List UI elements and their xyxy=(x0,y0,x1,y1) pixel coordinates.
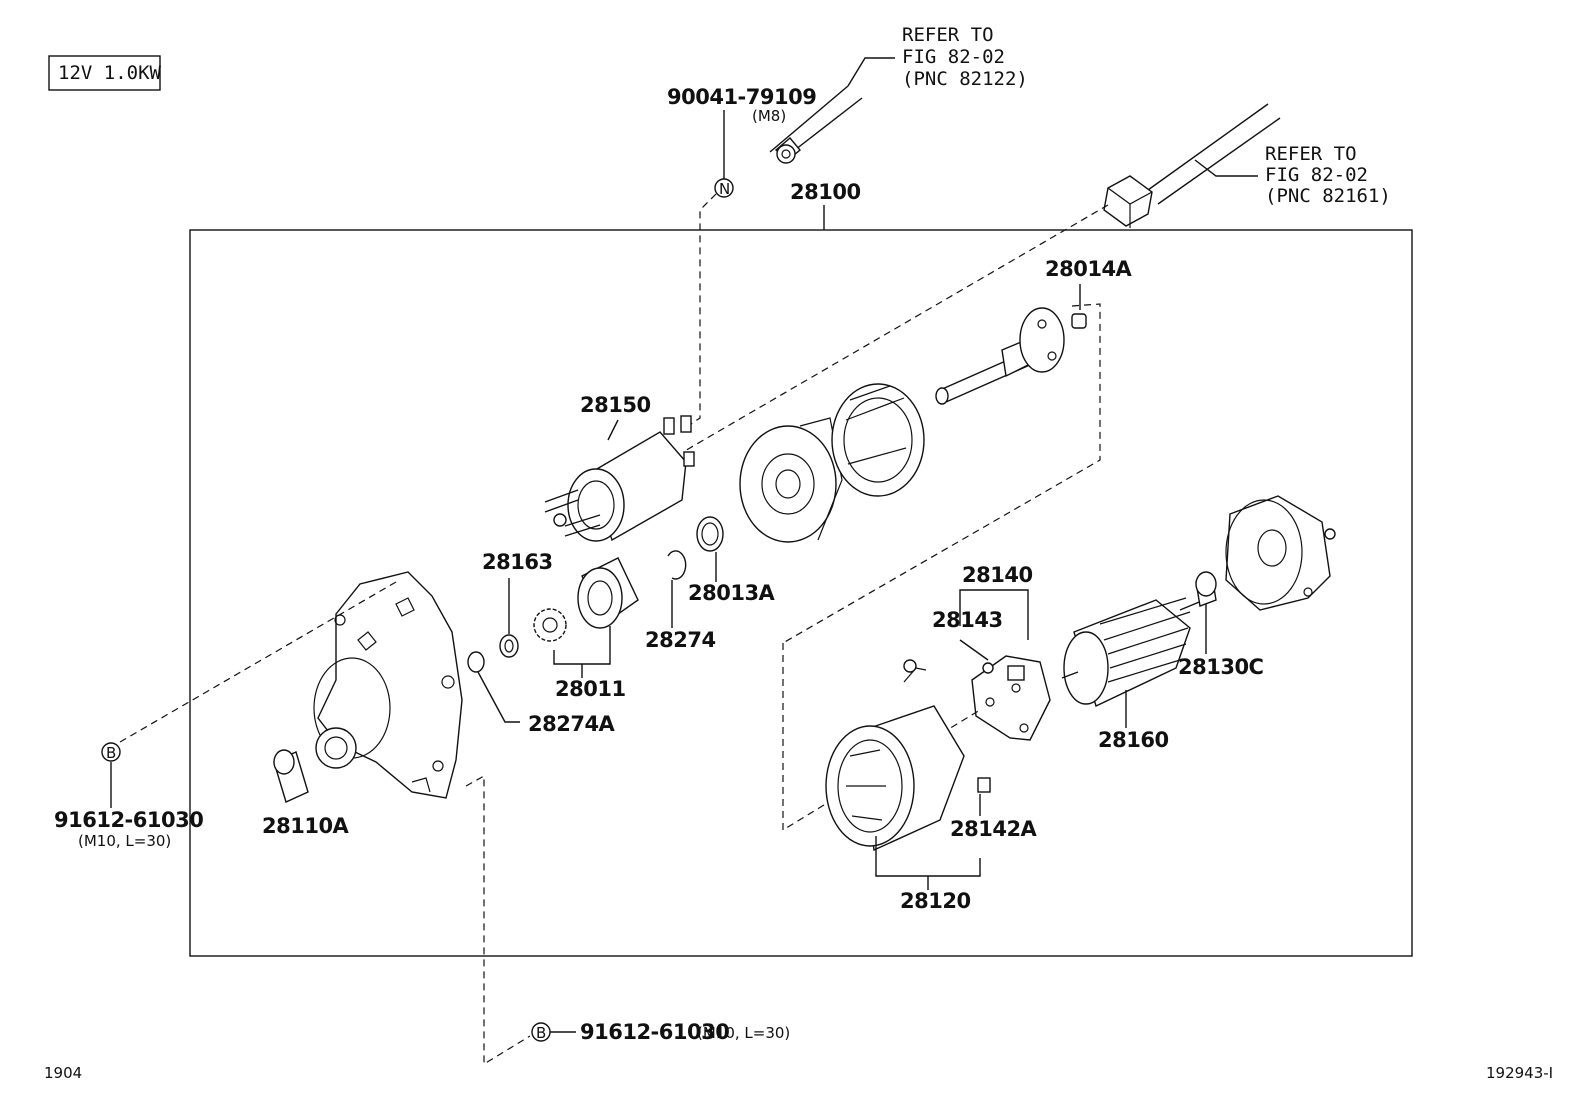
callout-28110A: 28110A xyxy=(262,814,350,838)
ring-gear xyxy=(831,383,925,497)
wire-82161 xyxy=(1103,103,1281,228)
ref1-line3: (PNC 82122) xyxy=(902,68,1028,90)
callout-28120: 28120 xyxy=(900,889,971,913)
b-symbol-left: B xyxy=(106,744,116,762)
ref2-line3: (PNC 82161) xyxy=(1265,185,1391,207)
callout-28140: 28140 xyxy=(962,563,1033,587)
leader-28274A xyxy=(477,671,520,723)
ref1-leader xyxy=(847,57,895,87)
b-symbol-bottom: B xyxy=(536,1024,546,1042)
n-symbol-circle xyxy=(714,178,734,198)
callout-28014A: 28014A xyxy=(1045,257,1133,281)
clutch-28011 xyxy=(577,557,639,629)
callout-28274A: 28274A xyxy=(528,712,616,736)
bearing-28130C xyxy=(1195,571,1217,607)
callout-28130C: 28130C xyxy=(1178,655,1264,679)
b-symbol-left-circle xyxy=(101,742,121,762)
callout-28100: 28100 xyxy=(790,180,861,204)
armature-28160 xyxy=(1061,597,1205,707)
callout-28143: 28143 xyxy=(932,608,1003,632)
ref2-line1: REFER TO xyxy=(1265,143,1357,165)
planetary-housing xyxy=(739,417,843,543)
pinion-gear xyxy=(533,608,567,642)
connector-dashed xyxy=(682,204,1109,453)
callout-28142A: 28142A xyxy=(950,817,1038,841)
ref2-leader xyxy=(1194,159,1258,177)
callout-28274: 28274 xyxy=(645,628,716,652)
solenoid-28150 xyxy=(544,415,695,542)
callout-91612-61030-bottom-spec: (M10, L=30) xyxy=(697,1024,790,1042)
bearing-28013A xyxy=(696,516,724,552)
callout-28150: 28150 xyxy=(580,393,651,417)
footer-right: 192943-I xyxy=(1486,1064,1553,1082)
bolt-top-dashed xyxy=(687,193,717,427)
callout-90041-79109: 90041-79109 xyxy=(667,85,816,109)
bush-28110A xyxy=(273,749,309,803)
callout-28011: 28011 xyxy=(555,677,626,701)
brush-holder-28140 xyxy=(971,655,1051,741)
n-symbol: N xyxy=(719,180,730,198)
callout-90041-79109-spec: (M8) xyxy=(752,107,786,125)
shaft-group-dashed xyxy=(782,303,1101,644)
drive-housing xyxy=(313,571,463,799)
washer-28163 xyxy=(499,634,519,658)
leader-28143 xyxy=(959,639,989,661)
connector-plug xyxy=(1103,175,1153,227)
cap-28014A xyxy=(1071,313,1087,329)
callout-91612-61030-left: 91612-61030 xyxy=(54,808,203,832)
ref1-line2: FIG 82-02 xyxy=(902,46,1005,68)
spec-box xyxy=(48,55,161,91)
yoke-28120 xyxy=(825,659,991,852)
bolt-left-dashed xyxy=(119,581,397,743)
callout-28013A: 28013A xyxy=(688,581,776,605)
ring-28274A xyxy=(467,651,485,673)
end-cover xyxy=(1225,495,1336,611)
callout-28163: 28163 xyxy=(482,550,553,574)
callout-28160: 28160 xyxy=(1098,728,1169,752)
bolt-bottom-dashed xyxy=(465,774,531,1066)
spec-box-label: 12V 1.0KW xyxy=(58,62,162,84)
leader-28140 xyxy=(959,589,1029,640)
footer-left: 1904 xyxy=(44,1064,82,1082)
ref1-line1: REFER TO xyxy=(902,24,994,46)
clip-28274 xyxy=(667,550,687,580)
ref2-line2: FIG 82-02 xyxy=(1265,164,1368,186)
callout-91612-61030-left-spec: (M10, L=30) xyxy=(78,832,171,850)
wire-82122 xyxy=(769,85,863,164)
assembly-frame xyxy=(189,229,1413,957)
ring-terminal xyxy=(776,144,796,164)
shaft-pinion xyxy=(935,307,1065,405)
leader-28150 xyxy=(607,419,619,441)
callout-91612-61030-bottom: 91612-61030 xyxy=(580,1020,729,1044)
